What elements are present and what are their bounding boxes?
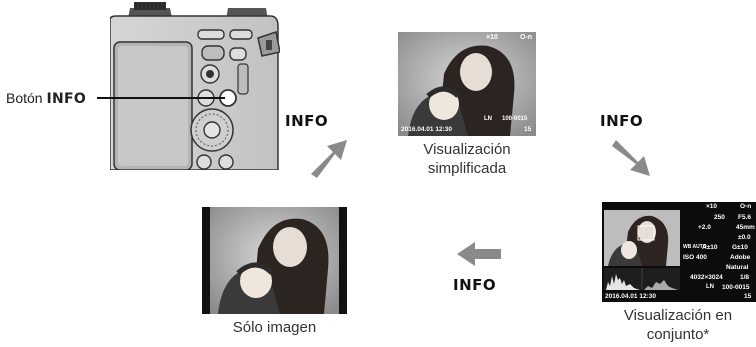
camera-back-illustration bbox=[110, 2, 280, 170]
image-only-screen bbox=[202, 207, 347, 314]
info-button-label-prefix: Botón bbox=[6, 90, 43, 106]
overall-caption-line-1: Visualización en bbox=[623, 307, 733, 324]
iso-value: ISO 400 bbox=[683, 254, 707, 261]
folder-file-number: 100-0015 bbox=[502, 116, 528, 122]
picture-mode: Natural bbox=[726, 264, 749, 271]
overall-caption: Visualización en conjunto* bbox=[600, 306, 756, 344]
protect-icon: O-n bbox=[740, 203, 752, 210]
simplified-display-screen: ×10 O-n LN 100-0015 2016.04.01 12:30 15 bbox=[398, 32, 536, 136]
info-button-label: Botón INFO bbox=[6, 90, 86, 107]
image-only-photo bbox=[210, 207, 339, 314]
arrow-label-to-image-only: INFO bbox=[453, 276, 497, 294]
simplified-caption: Visualización simplificada bbox=[408, 140, 526, 178]
print-count: ×10 bbox=[706, 203, 718, 210]
overall-caption-line-2: conjunto* bbox=[646, 326, 710, 343]
datetime: 2016.04.01 12:30 bbox=[401, 126, 452, 133]
info-leader-line bbox=[97, 97, 225, 99]
print-count: ×10 bbox=[486, 34, 498, 41]
folder-file-number: 100-0015 bbox=[722, 284, 750, 291]
quality-badge: LN bbox=[706, 284, 714, 290]
quality-badge: LN bbox=[484, 116, 492, 122]
image-resolution: 4032×3024 bbox=[690, 274, 723, 281]
arrow-label-to-simplified: INFO bbox=[285, 112, 329, 130]
wb-green: G±10 bbox=[732, 244, 748, 251]
shutter-speed: 250 bbox=[714, 214, 725, 221]
protect-icon: O-n bbox=[520, 34, 533, 41]
arrow-label-to-overall: INFO bbox=[600, 112, 644, 130]
white-balance-label: WB AUTO bbox=[683, 244, 707, 250]
image-only-caption: Sólo imagen bbox=[232, 319, 317, 336]
simplified-caption-line-2: simplificada bbox=[427, 160, 507, 177]
arrow-up-right-icon bbox=[311, 140, 347, 178]
aperture: F5.6 bbox=[738, 214, 752, 221]
overall-thumbnail-photo bbox=[604, 210, 680, 266]
arrow-left-icon bbox=[457, 242, 501, 266]
flash-compensation: ±0.0 bbox=[738, 234, 751, 241]
frame-number: 15 bbox=[744, 293, 752, 300]
datetime: 2016.04.01 12:30 bbox=[605, 293, 656, 300]
mother-child-photo bbox=[398, 32, 536, 136]
overall-display-screen: ×10 O-n 250 F5.6 +2.0 45mm ±0.0 WB AUTO … bbox=[602, 202, 756, 302]
arrow-down-right-icon bbox=[612, 140, 650, 176]
info-button-label-key: INFO bbox=[46, 91, 87, 107]
simplified-caption-line-1: Visualización bbox=[423, 141, 511, 158]
color-space: Adobe bbox=[730, 254, 751, 261]
compression-ratio: 1/8 bbox=[740, 274, 750, 281]
histogram-chart bbox=[604, 268, 680, 290]
wb-amber: A±10 bbox=[702, 244, 718, 251]
frame-number: 15 bbox=[524, 126, 532, 133]
exposure-compensation: +2.0 bbox=[698, 224, 711, 231]
focal-length: 45mm bbox=[736, 224, 755, 231]
